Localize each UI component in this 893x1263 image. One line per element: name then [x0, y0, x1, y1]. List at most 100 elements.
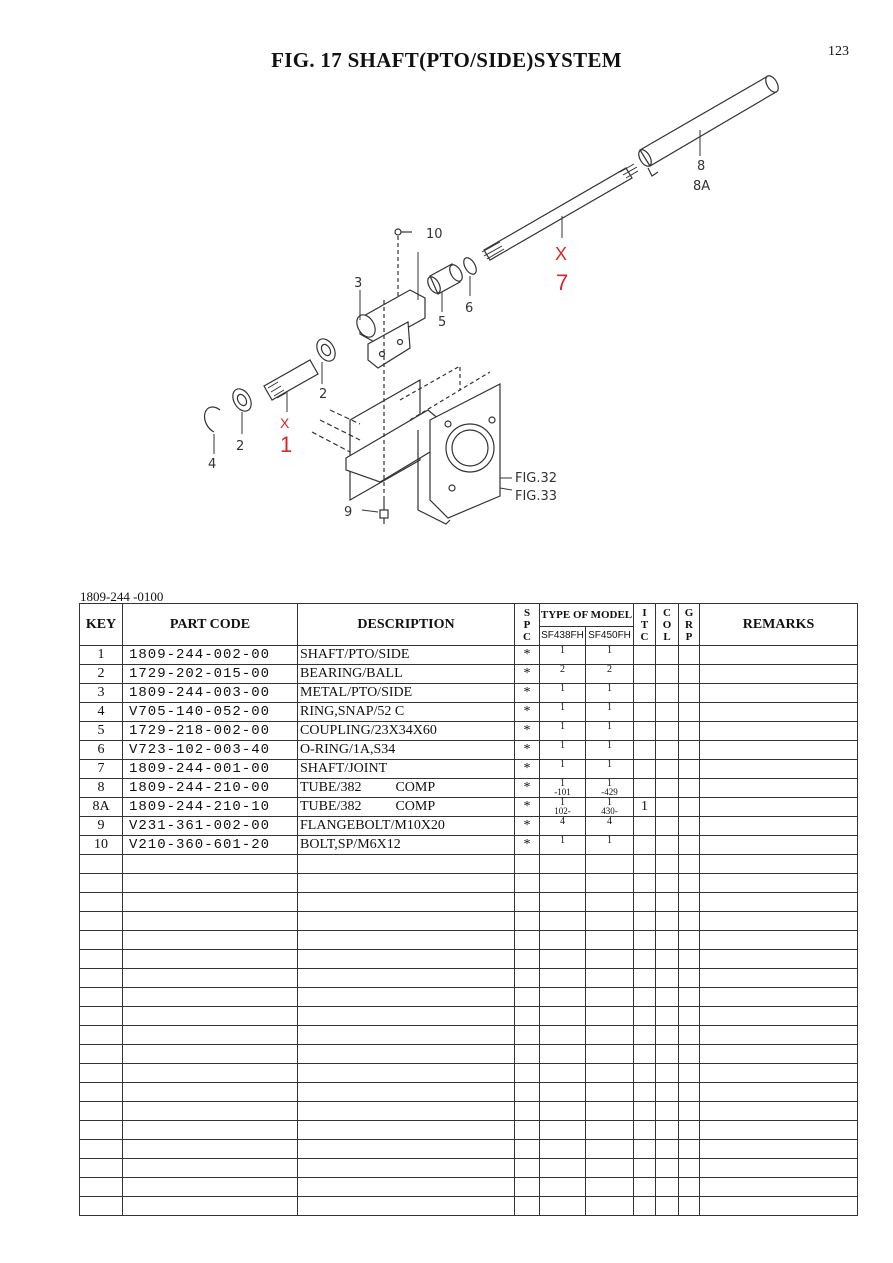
desc-cell: [297, 873, 515, 893]
qty-sf438fh-cell: [539, 1158, 586, 1178]
col-cell: [655, 1158, 680, 1178]
callout-3: 3: [354, 276, 362, 291]
desc-cell: [297, 930, 515, 950]
key-cell: 5: [79, 721, 123, 741]
code-cell: V231-361-002-00: [122, 816, 298, 836]
col-cell: [655, 740, 680, 760]
key-cell: 6: [79, 740, 123, 760]
tube-part: [638, 75, 779, 177]
handwritten-number-7: 7: [556, 270, 568, 295]
metal-housing-part: [356, 289, 426, 369]
grp-cell: [678, 1158, 701, 1178]
desc-cell: [297, 1177, 515, 1197]
qty-sf450fh-cell-value: 1: [607, 797, 612, 808]
remarks-cell: [699, 759, 859, 779]
desc-cell: COUPLING/23X34X60: [297, 721, 515, 741]
grp-cell: [678, 1120, 701, 1140]
qty-sf450fh-cell: [584, 968, 635, 988]
col-cell: [655, 1025, 680, 1045]
qty-sf450fh-cell: [584, 1120, 635, 1140]
col-cell: [655, 987, 680, 1007]
callout-2-upper: 2: [319, 387, 327, 402]
grp-cell: [678, 873, 701, 893]
key-cell: [79, 1025, 123, 1045]
qty-sf450fh-cell-value: 1: [607, 778, 612, 789]
code-cell-value: 1809-244-002-00: [129, 647, 271, 663]
grp-cell: [678, 759, 701, 779]
desc-cell: [297, 987, 515, 1007]
spc-cell: *: [514, 664, 540, 684]
code-cell: [122, 873, 298, 893]
exploded-parts-diagram: 10 3 5 6 8 8A 2 2 4 9 FIG.32 FIG.33 X 7 …: [203, 75, 779, 525]
spc-cell: *: [514, 721, 540, 741]
col-cell: [655, 778, 680, 798]
key-cell: [79, 1044, 123, 1064]
key-cell: 9: [79, 816, 123, 836]
key-cell: 1: [79, 645, 123, 665]
qty-sf438fh-cell: 1: [539, 645, 586, 665]
qty-sf450fh-cell: 4: [584, 816, 635, 836]
table-row: [79, 1006, 859, 1026]
key-cell: 2: [79, 664, 123, 684]
handwritten-strike-1: X: [280, 415, 290, 431]
remarks-cell: [699, 702, 859, 722]
code-cell: V705-140-052-00: [122, 702, 298, 722]
desc-cell-value: SHAFT/PTO/SIDE: [300, 647, 410, 662]
remarks-cell: [699, 1120, 859, 1140]
key-cell: [79, 1063, 123, 1083]
code-cell: [122, 1158, 298, 1178]
code-cell: [122, 1139, 298, 1159]
qty-sf450fh-cell: [584, 1177, 635, 1197]
qty-sf438fh-cell: [539, 1177, 586, 1197]
spc-cell-value: *: [523, 723, 531, 738]
desc-cell-value: RING,SNAP/52 C: [300, 704, 405, 719]
itc-cell: [633, 1006, 657, 1026]
itc-cell: [633, 1177, 657, 1197]
desc-cell-value: O-RING/1A,S34: [300, 742, 396, 757]
itc-cell: [633, 854, 657, 874]
code-cell: [122, 854, 298, 874]
grp-cell: [678, 816, 701, 836]
qty-sf438fh-cell-value: 1: [560, 721, 565, 732]
qty-sf450fh-cell: 1: [584, 645, 635, 665]
grp-cell: [678, 645, 701, 665]
qty-sf438fh-cell: 1: [539, 759, 586, 779]
key-cell: [79, 930, 123, 950]
col-cell: [655, 683, 680, 703]
code-cell: [122, 1082, 298, 1102]
qty-sf450fh-cell: [584, 854, 635, 874]
coupling-part: [427, 263, 463, 295]
qty-sf438fh-cell-value: 1: [560, 645, 565, 656]
grp-cell: [678, 892, 701, 912]
grp-cell: [678, 1101, 701, 1121]
remarks-cell: [699, 854, 859, 874]
ref-fig-33: FIG.33: [515, 489, 557, 504]
qty-sf450fh-cell-value: 1: [607, 645, 612, 656]
col-cell: [655, 835, 680, 855]
qty-sf450fh-cell: [584, 930, 635, 950]
qty-sf438fh-cell: [539, 892, 586, 912]
col-cell: [655, 702, 680, 722]
qty-sf450fh-cell-value: 1: [607, 759, 612, 770]
code-cell: [122, 911, 298, 931]
spc-cell-value: *: [523, 704, 531, 719]
qty-sf438fh-cell: [539, 854, 586, 874]
itc-cell: [633, 759, 657, 779]
qty-sf450fh-cell: 1: [584, 702, 635, 722]
serial-range: -429: [601, 787, 618, 797]
itc-cell: [633, 1044, 657, 1064]
qty-sf450fh-cell-value: 1: [607, 721, 612, 732]
itc-cell: [633, 968, 657, 988]
qty-sf438fh-cell: [539, 1025, 586, 1045]
grp-cell: [678, 1063, 701, 1083]
key-cell-value: 4: [97, 704, 105, 719]
qty-sf438fh-cell: 1-101: [539, 778, 586, 798]
bearing-upper-part: [316, 338, 336, 362]
desc-cell: [297, 1082, 515, 1102]
spc-cell: [514, 1196, 540, 1216]
